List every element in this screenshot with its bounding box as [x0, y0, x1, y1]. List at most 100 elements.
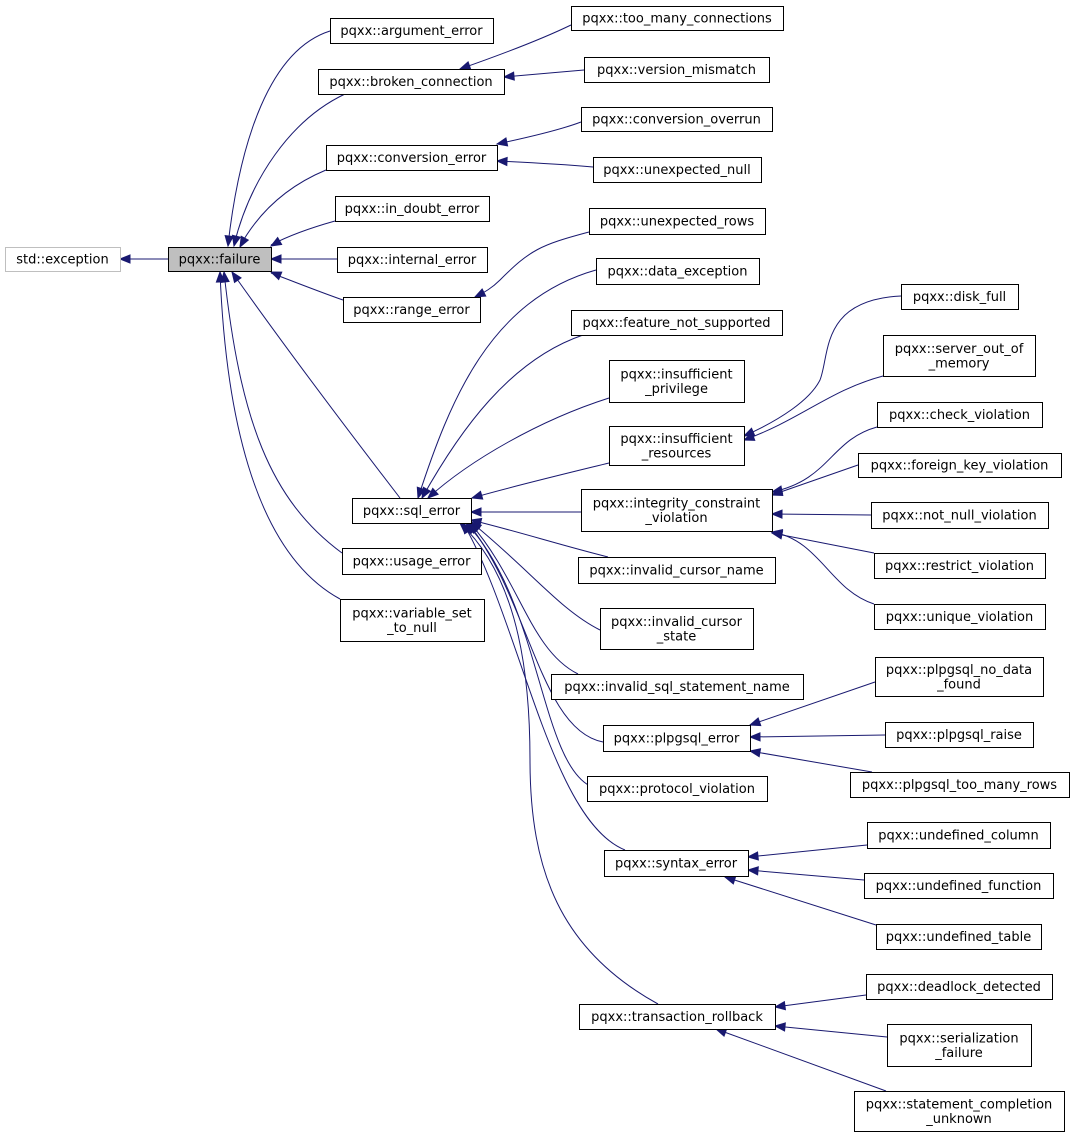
class-label: pqxx::internal_error — [348, 253, 477, 268]
class-node-unexpected-rows[interactable]: pqxx::unexpected_rows — [589, 208, 766, 235]
class-label: pqxx::conversion_error — [337, 151, 487, 166]
edge-plpgsql_too_many_rows-to-plpgsql_error — [748, 748, 873, 773]
arrowhead — [421, 486, 432, 500]
edge-invalid_sql_statement_name-to-sql_error — [469, 521, 579, 675]
class-node-plpgsql-no-data-found[interactable]: pqxx::plpgsql_no_data_found — [875, 657, 1044, 697]
class-box — [604, 850, 749, 877]
edge-foreign_key_violation-to-integrity_constraint_violation — [770, 464, 859, 497]
class-box — [343, 297, 481, 323]
class-node-usage-error[interactable]: pqxx::usage_error — [342, 548, 482, 575]
class-box — [352, 498, 472, 524]
class-node-plpgsql-too-many-rows[interactable]: pqxx::plpgsql_too_many_rows — [850, 772, 1070, 798]
class-label: pqxx::not_null_violation — [882, 509, 1036, 524]
class-node-plpgsql-raise[interactable]: pqxx::plpgsql_raise — [885, 722, 1034, 748]
class-node-invalid-cursor-name[interactable]: pqxx::invalid_cursor_name — [578, 557, 776, 584]
class-node-too-many-connections[interactable]: pqxx::too_many_connections — [571, 6, 784, 31]
edge-deadlock_detected-to-transaction_rollback — [773, 994, 867, 1011]
class-node-invalid-sql-statement-name[interactable]: pqxx::invalid_sql_statement_name — [551, 674, 804, 700]
class-node-conversion-error[interactable]: pqxx::conversion_error — [326, 145, 498, 171]
class-box — [578, 557, 776, 584]
edge-restrict_violation-to-integrity_constraint_violation — [770, 530, 875, 554]
class-box — [337, 247, 488, 273]
edge-undefined_table-to-syntax_error — [723, 875, 877, 926]
arrowhead — [215, 270, 226, 283]
class-node-sql-error[interactable]: pqxx::sql_error — [352, 498, 472, 524]
class-node-transaction-rollback[interactable]: pqxx::transaction_rollback — [579, 1004, 776, 1030]
class-box — [901, 284, 1019, 310]
arrowhead — [459, 522, 471, 534]
edge-usage_error-to-failure — [220, 270, 343, 554]
class-node-range-error[interactable]: pqxx::range_error — [343, 297, 481, 323]
class-node-server-out-of-memory[interactable]: pqxx::server_out_of_memory — [883, 335, 1036, 377]
class-label: pqxx::serialization — [899, 1031, 1018, 1046]
class-box — [330, 18, 494, 44]
class-node-check-violation[interactable]: pqxx::check_violation — [877, 402, 1043, 428]
class-node-failure[interactable]: pqxx::failure — [168, 247, 272, 272]
edge-conversion_overrun-to-conversion_error — [495, 121, 582, 147]
class-node-broken-connection[interactable]: pqxx::broken_connection — [318, 69, 505, 95]
class-node-insufficient-privilege[interactable]: pqxx::insufficient_privilege — [609, 360, 745, 403]
edge-in_doubt_error-to-failure — [269, 220, 336, 247]
class-box — [858, 453, 1062, 478]
class-label: pqxx::plpgsql_no_data — [886, 663, 1032, 678]
class-box — [887, 1024, 1032, 1067]
arrowhead — [723, 875, 737, 885]
class-label: pqxx::plpgsql_too_many_rows — [862, 778, 1057, 793]
arrowhead — [773, 1022, 786, 1032]
edge-unexpected_rows-to-range_error — [473, 231, 590, 298]
edge-server_out_of_memory-to-insufficient_resources — [742, 375, 884, 441]
arrowhead — [770, 487, 784, 497]
arrowhead — [746, 851, 759, 861]
edge-version_mismatch-to-broken_connection — [502, 69, 585, 81]
class-node-undefined-column[interactable]: pqxx::undefined_column — [867, 822, 1051, 849]
class-label: pqxx::range_error — [353, 303, 470, 318]
edge-not_null_violation-to-integrity_constraint_violation — [770, 509, 872, 519]
edge-undefined_function-to-syntax_error — [746, 866, 865, 881]
class-box — [593, 157, 762, 183]
class-node-variable-set-to-null[interactable]: pqxx::variable_set_to_null — [340, 599, 485, 642]
class-node-plpgsql-error[interactable]: pqxx::plpgsql_error — [603, 725, 751, 752]
class-node-undefined-function[interactable]: pqxx::undefined_function — [864, 873, 1054, 899]
arrowhead — [746, 866, 759, 876]
class-node-in-doubt-error[interactable]: pqxx::in_doubt_error — [335, 196, 490, 222]
edge-insufficient_resources-to-sql_error — [470, 462, 610, 500]
class-node-foreign-key-violation[interactable]: pqxx::foreign_key_violation — [858, 453, 1062, 478]
class-node-restrict-violation[interactable]: pqxx::restrict_violation — [874, 553, 1046, 579]
class-node-deadlock-detected[interactable]: pqxx::deadlock_detected — [866, 974, 1053, 1000]
class-node-syntax-error[interactable]: pqxx::syntax_error — [604, 850, 749, 877]
class-label: pqxx::undefined_function — [876, 879, 1042, 894]
class-node-statement-completion-unknown[interactable]: pqxx::statement_completion_unknown — [854, 1091, 1065, 1132]
class-box — [874, 604, 1046, 630]
arrowhead — [231, 234, 242, 248]
class-label: std::exception — [16, 253, 108, 268]
class-box — [609, 360, 745, 403]
class-node-unique-violation[interactable]: pqxx::unique_violation — [874, 604, 1046, 630]
class-node-integrity-constraint-violation[interactable]: pqxx::integrity_constraint_violation — [581, 489, 773, 532]
class-node-insufficient-resources[interactable]: pqxx::insufficient_resources — [609, 426, 745, 466]
edge-broken_connection-to-failure — [231, 93, 346, 248]
class-node-serialization-failure[interactable]: pqxx::serialization_failure — [887, 1024, 1032, 1067]
class-node-unexpected-null[interactable]: pqxx::unexpected_null — [593, 157, 762, 183]
class-node-feature-not-supported[interactable]: pqxx::feature_not_supported — [571, 310, 783, 336]
class-box — [579, 1004, 776, 1030]
class-node-conversion-overrun[interactable]: pqxx::conversion_overrun — [581, 107, 773, 132]
class-label: _resources — [641, 446, 712, 461]
class-label: pqxx::version_mismatch — [597, 63, 756, 78]
class-node-undefined-table[interactable]: pqxx::undefined_table — [876, 924, 1042, 950]
class-node-argument-error[interactable]: pqxx::argument_error — [330, 18, 494, 44]
class-node-invalid-cursor-state[interactable]: pqxx::invalid_cursor_state — [600, 608, 754, 650]
class-node-internal-error[interactable]: pqxx::internal_error — [337, 247, 488, 273]
class-label: _unknown — [925, 1112, 992, 1127]
class-node-protocol-violation[interactable]: pqxx::protocol_violation — [587, 776, 768, 802]
class-box — [875, 657, 1044, 697]
class-node-std-exception[interactable]: std::exception — [5, 247, 121, 272]
class-box — [318, 69, 505, 95]
class-label: pqxx::usage_error — [353, 555, 472, 570]
class-node-data-exception[interactable]: pqxx::data_exception — [596, 258, 760, 285]
class-node-version-mismatch[interactable]: pqxx::version_mismatch — [584, 57, 770, 83]
class-node-not-null-violation[interactable]: pqxx::not_null_violation — [871, 502, 1049, 529]
class-label: _memory — [928, 356, 990, 371]
class-node-disk-full[interactable]: pqxx::disk_full — [901, 284, 1019, 310]
edge-conversion_error-to-failure — [239, 169, 327, 249]
